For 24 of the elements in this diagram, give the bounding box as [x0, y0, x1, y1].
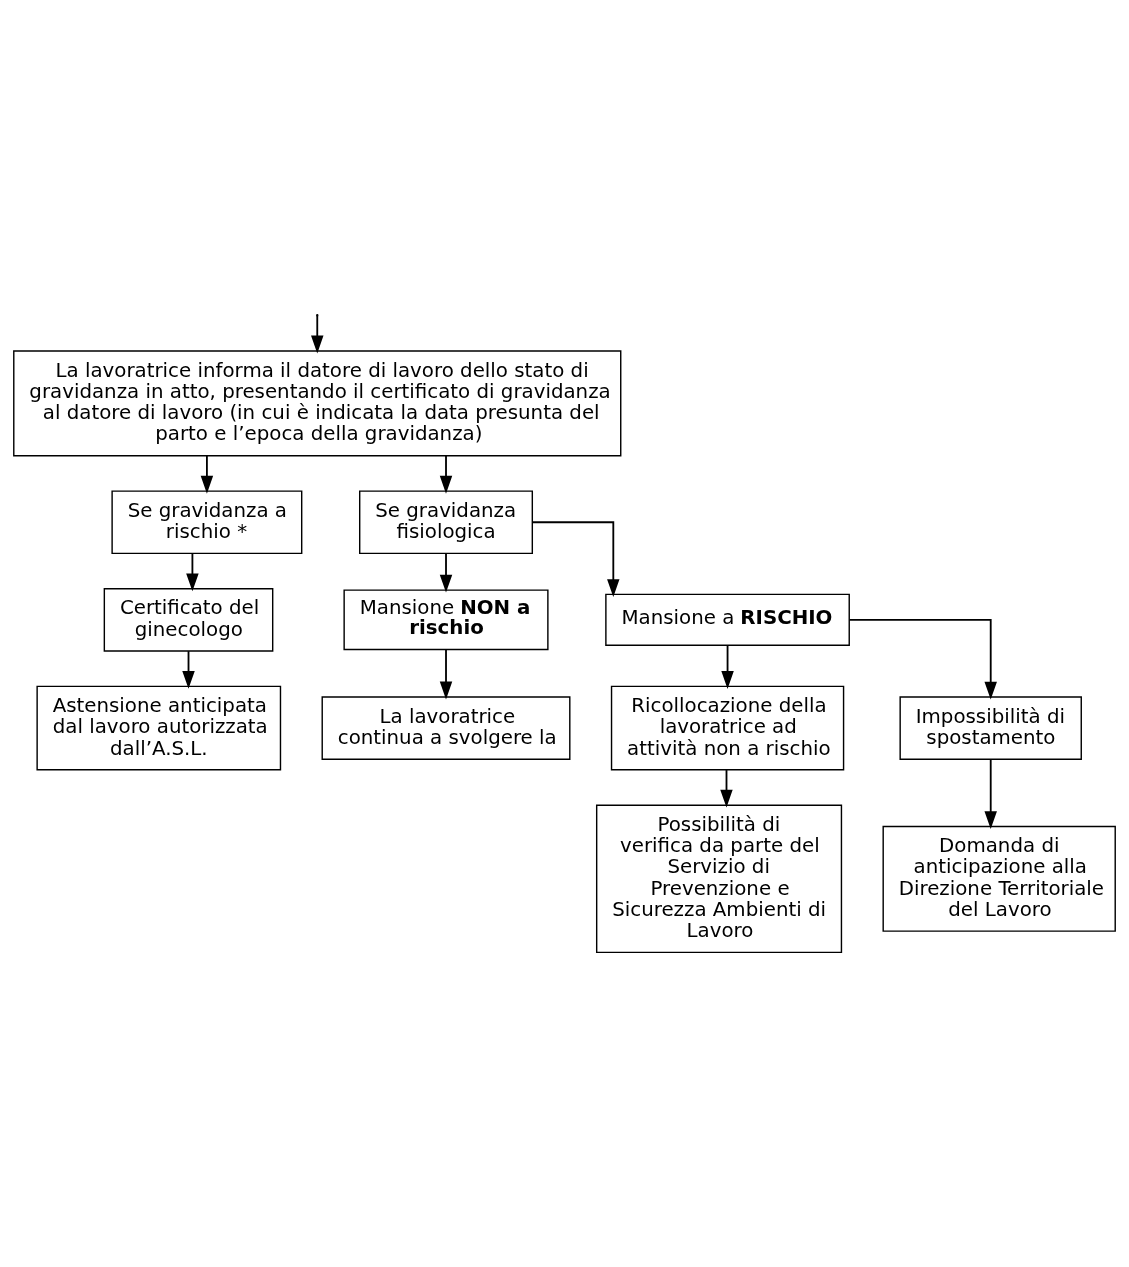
node-box: Mansione a RISCHIO — [605, 593, 850, 647]
node-box: La lavoratrice continua a svolgere la — [321, 696, 571, 760]
arrow — [311, 314, 324, 354]
arrow — [531, 521, 620, 597]
arrow — [200, 454, 214, 494]
arrow — [720, 769, 733, 808]
arrow — [439, 454, 453, 494]
arrow — [439, 649, 453, 700]
node-box: Se gravidanza a rischio * — [111, 490, 303, 555]
arrow — [439, 552, 453, 593]
node-box: Mansione NON a rischio — [343, 589, 549, 651]
node-box: Impossibilità di spostamento — [899, 696, 1082, 760]
node-box: Certificato del ginecologo — [103, 588, 274, 652]
node-box: Astensione anticipata dal lavoro autorizzata dall’A.S.L. — [36, 685, 282, 771]
node-box: Possibilità di verifica da parte del Servizio di Prevenzione e Sicurezza Ambienti di Lavoro — [596, 804, 843, 954]
node-box: Se gravidanza fisiologica — [359, 490, 533, 555]
arrow — [848, 618, 997, 700]
node-box: Ricollocazione della lavoratrice ad attività non a rischio — [610, 685, 845, 771]
node-box: Domanda di anticipazione alla Direzione Territoriale del Lavoro — [882, 825, 1116, 932]
arrow — [721, 644, 734, 689]
node-box: La lavoratrice informa il datore di lavoro dello stato di gravidanza in atto, presentando il certificato di gravidanza al datore di lavoro (in cui è indicata la data presunta del parto e l’epoca della gravidanza) — [13, 350, 622, 457]
arrow — [984, 758, 997, 829]
arrow — [182, 650, 195, 689]
arrow — [186, 552, 199, 592]
